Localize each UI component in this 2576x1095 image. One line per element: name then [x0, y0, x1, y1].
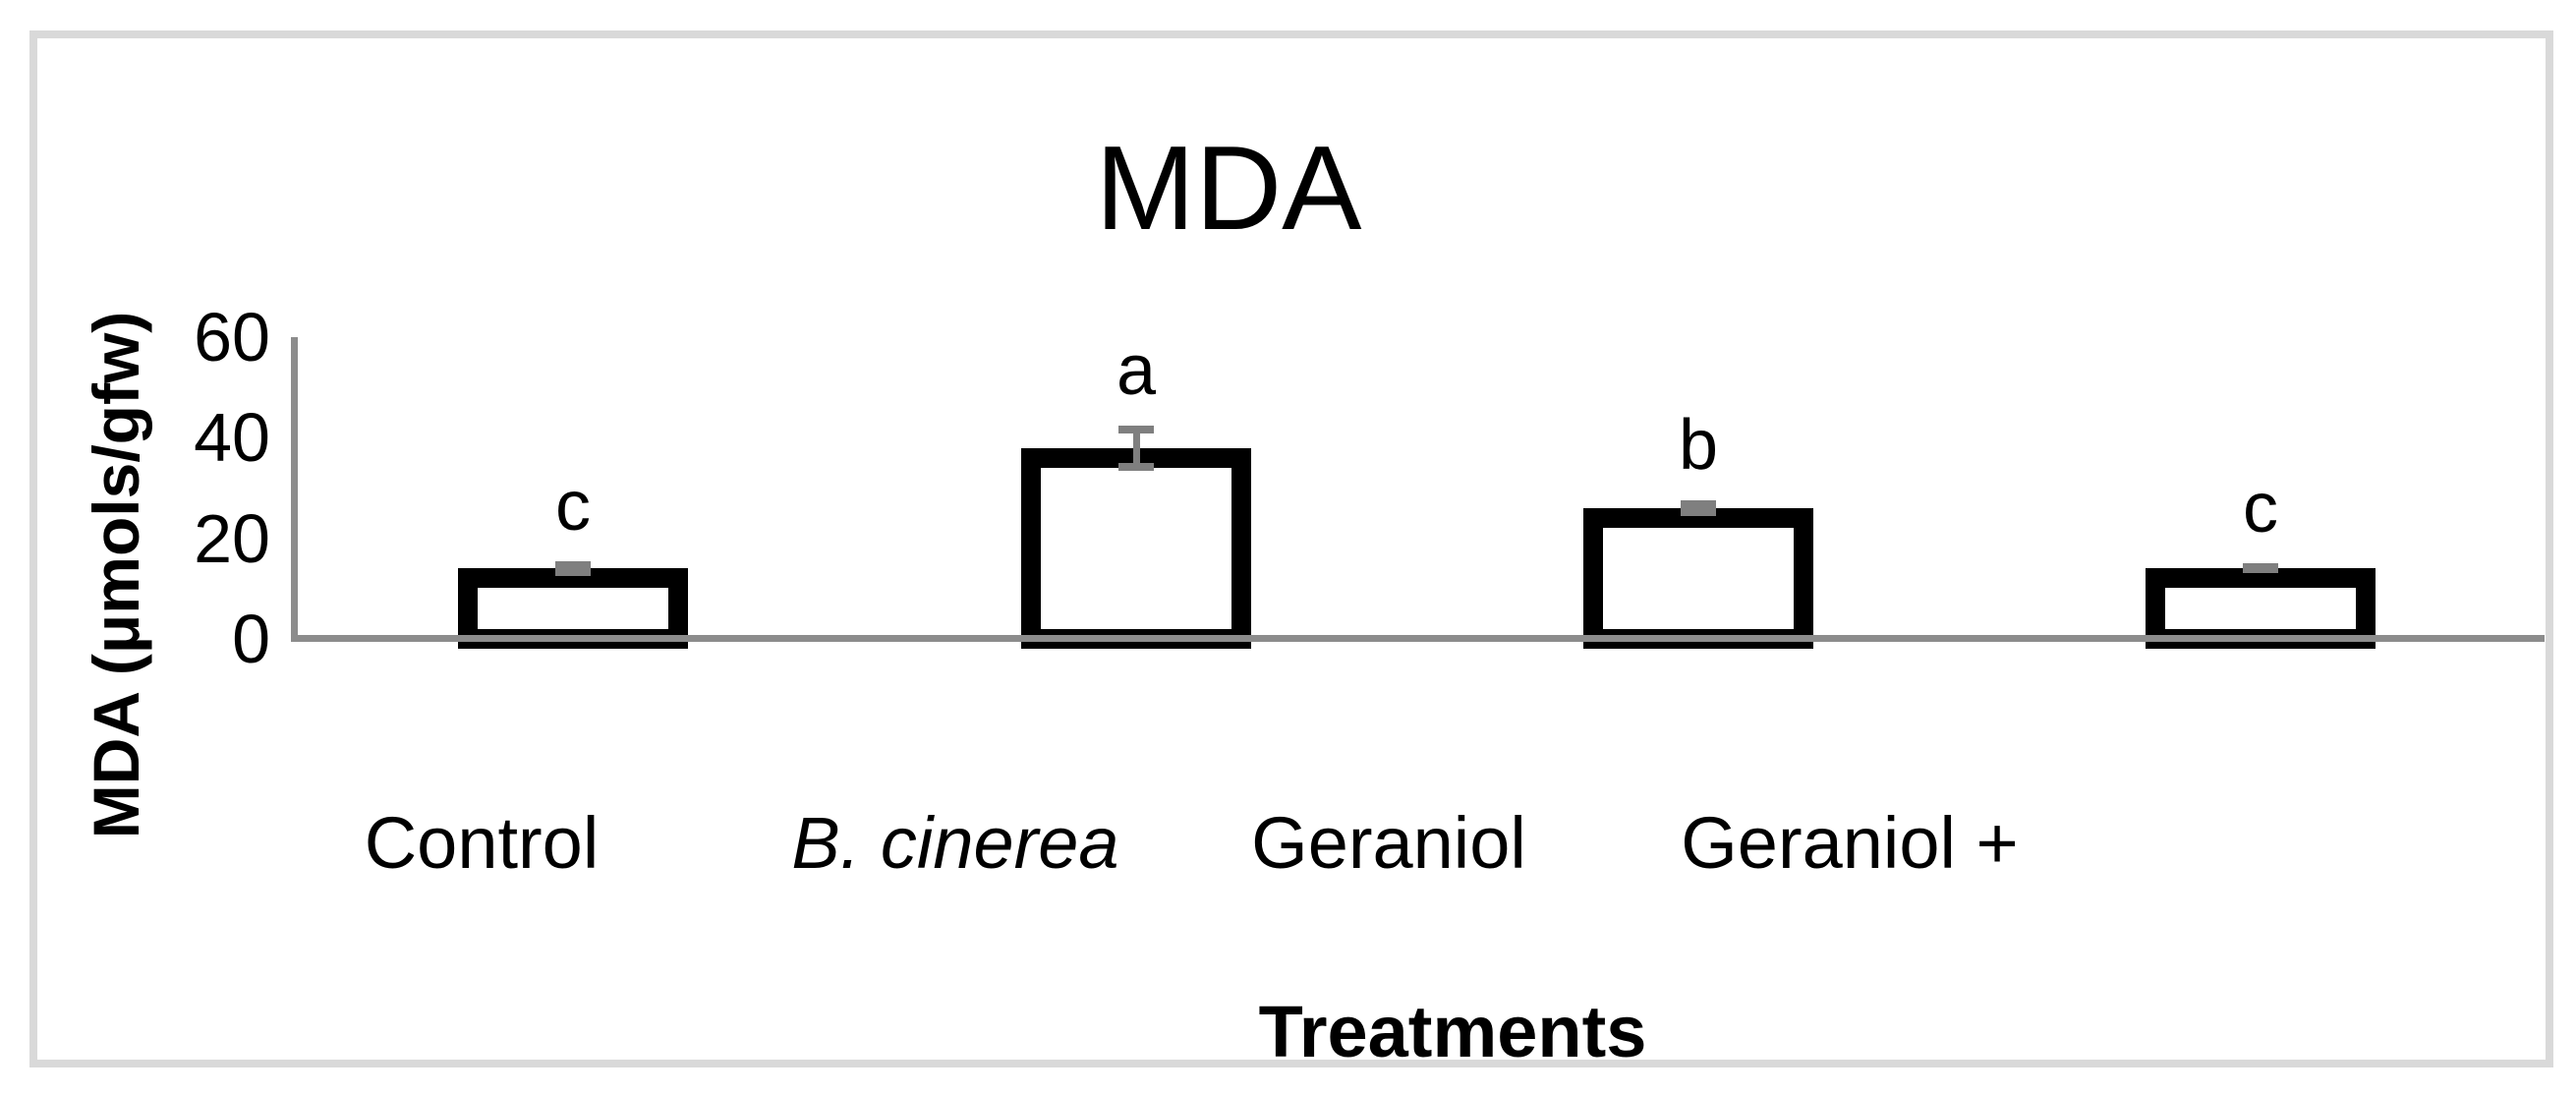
y-axis-line	[291, 337, 298, 642]
y-tick-label: 0	[232, 601, 270, 677]
y-tick-label: 20	[194, 499, 270, 577]
x-category-label: Geraniol	[1251, 802, 1526, 884]
error-bar-top-cap	[555, 560, 591, 569]
chart-title: MDA	[1095, 121, 1362, 255]
error-bar-top-cap	[1118, 425, 1154, 433]
figure-frame	[29, 30, 2553, 1067]
y-axis-label: MDA (μmols/gfw)	[80, 311, 152, 839]
bar	[1021, 447, 1251, 649]
x-category-label: Geraniol +	[1681, 802, 2019, 884]
x-axis-label: Treatments	[1258, 991, 1647, 1072]
bar	[1583, 507, 1813, 649]
error-bar-line	[1132, 425, 1140, 471]
error-bar-top-cap	[1681, 500, 1716, 509]
error-bar-bottom-cap	[1681, 507, 1716, 516]
y-tick-label: 40	[194, 399, 270, 477]
error-bar-bottom-cap	[555, 568, 591, 577]
y-tick-label: 60	[194, 299, 270, 375]
x-axis-line	[291, 635, 2545, 642]
significance-letter: c	[555, 466, 591, 546]
x-category-label: Control	[364, 802, 600, 884]
significance-letter: b	[1678, 406, 1719, 486]
error-bar-bottom-cap	[1118, 462, 1154, 471]
significance-letter: c	[2243, 469, 2278, 548]
x-category-label: B. cinerea	[791, 802, 1119, 884]
significance-letter: a	[1116, 330, 1157, 410]
error-bar-bottom-cap	[2243, 565, 2278, 574]
